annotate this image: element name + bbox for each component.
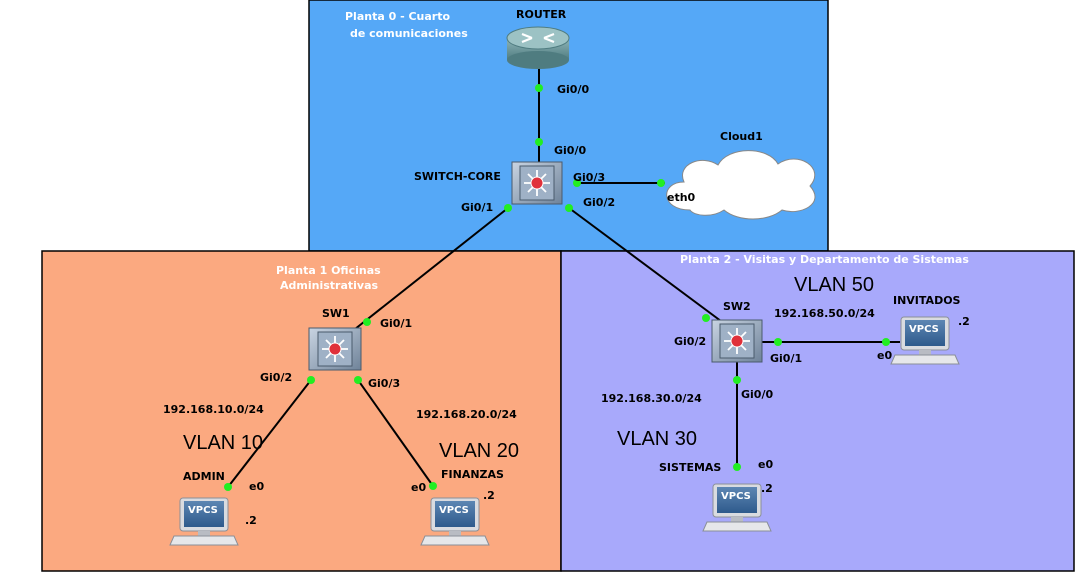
finanzas-pc-icon[interactable]: VPCS bbox=[420, 497, 490, 546]
switch-core-icon[interactable] bbox=[511, 161, 563, 205]
port-label-finanzas-e0: e0 bbox=[411, 481, 426, 494]
invitados-label: INVITADOS bbox=[893, 294, 961, 307]
link-sw1-finanzas bbox=[357, 379, 434, 487]
zone-planta1-title-line2: Administrativas bbox=[280, 279, 378, 292]
link-core-sw2 bbox=[568, 207, 734, 331]
port-label-sw2-gi01: Gi0/1 bbox=[770, 352, 802, 365]
port-label-core-gi01: Gi0/1 bbox=[461, 201, 493, 214]
port-dot-sw2-gi02 bbox=[702, 314, 710, 322]
zone-planta1-title-line1: Planta 1 Oficinas bbox=[276, 264, 381, 277]
port-label-cloud-eth0: eth0 bbox=[667, 191, 696, 204]
invitados-pc-icon[interactable]: VPCS bbox=[890, 316, 960, 365]
port-label-sw1-gi01: Gi0/1 bbox=[380, 317, 412, 330]
admin-pc-icon[interactable]: VPCS bbox=[169, 497, 239, 546]
vlan10-network: 192.168.10.0/24 bbox=[163, 403, 264, 416]
port-dot-core-gi01 bbox=[504, 204, 512, 212]
port-label-sw2-gi02: Gi0/2 bbox=[674, 335, 706, 348]
sw1-label: SW1 bbox=[322, 307, 350, 320]
admin-vpcs-text: VPCS bbox=[188, 505, 218, 516]
port-dot-sw1-gi01 bbox=[363, 318, 371, 326]
port-label-router-gi00: Gi0/0 bbox=[557, 83, 589, 96]
port-dot-router-gi00 bbox=[535, 84, 543, 92]
port-dot-sw1-gi03 bbox=[354, 376, 362, 384]
zone-planta0-title-line1: Planta 0 - Cuarto bbox=[345, 10, 450, 23]
sw2-icon[interactable] bbox=[711, 319, 763, 363]
vlan50-name: VLAN 50 bbox=[794, 274, 874, 296]
port-label-invitados-e0: e0 bbox=[877, 349, 892, 362]
sistemas-vpcs-text: VPCS bbox=[721, 491, 751, 502]
port-label-core-gi00: Gi0/0 bbox=[554, 144, 586, 157]
port-label-sw2-gi00: Gi0/0 bbox=[741, 388, 773, 401]
zone-planta2 bbox=[560, 250, 1075, 572]
invitados-ip: .2 bbox=[958, 315, 970, 328]
vlan30-name: VLAN 30 bbox=[617, 428, 697, 450]
port-label-admin-e0: e0 bbox=[249, 480, 264, 493]
port-dot-sw1-gi02 bbox=[307, 376, 315, 384]
port-dot-invitados-e0 bbox=[882, 338, 890, 346]
port-dot-sw2-gi01 bbox=[774, 338, 782, 346]
port-dot-admin-e0 bbox=[224, 483, 232, 491]
sistemas-ip: .2 bbox=[761, 482, 773, 495]
port-dot-core-gi02 bbox=[565, 204, 573, 212]
vlan50-network: 192.168.50.0/24 bbox=[774, 307, 875, 320]
port-label-sw1-gi02: Gi0/2 bbox=[260, 371, 292, 384]
port-label-sw1-gi03: Gi0/3 bbox=[368, 377, 400, 390]
router-icon[interactable] bbox=[506, 26, 570, 69]
port-dot-sw2-gi00 bbox=[733, 376, 741, 384]
finanzas-ip: .2 bbox=[483, 489, 495, 502]
vlan20-name: VLAN 20 bbox=[439, 440, 519, 462]
finanzas-vpcs-text: VPCS bbox=[439, 505, 469, 516]
admin-label: ADMIN bbox=[183, 470, 225, 483]
sw1-icon[interactable] bbox=[308, 327, 362, 371]
port-label-sistemas-e0: e0 bbox=[758, 458, 773, 471]
link-core-sw1 bbox=[349, 207, 509, 334]
port-dot-sistemas-e0 bbox=[733, 463, 741, 471]
port-dot-finanzas-e0 bbox=[429, 482, 437, 490]
vlan20-network: 192.168.20.0/24 bbox=[416, 408, 517, 421]
zone-planta0-title-line2: de comunicaciones bbox=[350, 27, 468, 40]
finanzas-label: FINANZAS bbox=[441, 468, 504, 481]
port-dot-core-gi03 bbox=[573, 179, 581, 187]
cloud-icon[interactable] bbox=[666, 150, 816, 220]
link-sw1-admin bbox=[227, 379, 312, 488]
vlan30-network: 192.168.30.0/24 bbox=[601, 392, 702, 405]
port-dot-cloud-eth0 bbox=[657, 179, 665, 187]
invitados-vpcs-text: VPCS bbox=[909, 324, 939, 335]
sistemas-pc-icon[interactable]: VPCS bbox=[702, 483, 772, 532]
port-dot-core-gi00 bbox=[535, 138, 543, 146]
zone-planta2-title: Planta 2 - Visitas y Departamento de Sis… bbox=[680, 253, 969, 266]
port-label-core-gi02: Gi0/2 bbox=[583, 196, 615, 209]
admin-ip: .2 bbox=[245, 514, 257, 527]
router-label: ROUTER bbox=[516, 8, 567, 21]
port-label-core-gi03: Gi0/3 bbox=[573, 171, 605, 184]
switch-core-label: SWITCH-CORE bbox=[414, 170, 501, 183]
sistemas-label: SISTEMAS bbox=[659, 461, 721, 474]
vlan10-name: VLAN 10 bbox=[183, 432, 263, 454]
sw2-label: SW2 bbox=[723, 300, 751, 313]
cloud-label: Cloud1 bbox=[720, 130, 763, 143]
